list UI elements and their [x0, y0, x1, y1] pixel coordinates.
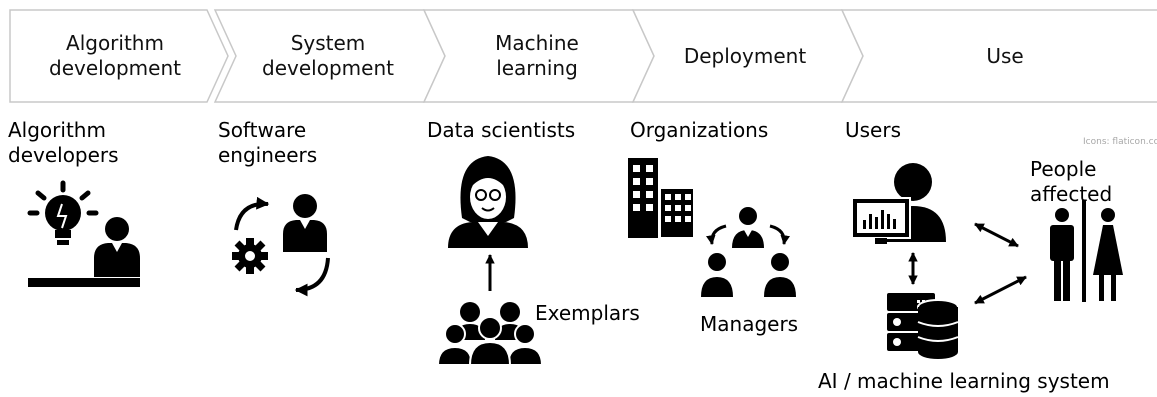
stage-label-algorithm-development: Algorithm development: [49, 31, 181, 80]
icon-credit: Icons: flaticon.com: [1083, 137, 1157, 147]
data-scientist-icon: [448, 156, 528, 248]
software-engineer-person-icon: [283, 194, 327, 252]
gear-icon: [232, 238, 268, 274]
user-computer-icon: [851, 163, 946, 244]
double-arrow-icons: [908, 222, 1027, 305]
stage-label-system-development: System development: [262, 31, 394, 80]
label-ai-system: AI / machine learning system: [818, 369, 1110, 393]
manager-hierarchy-icon: [701, 207, 796, 297]
stage-label-machine-learning: Machine learning: [495, 31, 579, 80]
label-people-affected: People affected: [1030, 157, 1113, 206]
label-users: Users: [845, 118, 902, 142]
stage-chevron-row: [9, 9, 1157, 103]
stage-chevron-1: [9, 9, 229, 103]
stage-label-use: Use: [986, 43, 1024, 68]
exemplars-group-icon: [436, 302, 544, 366]
people-affected-icon: [1050, 200, 1123, 302]
stage-chevron-5: [840, 9, 1157, 103]
label-exemplars: Exemplars: [535, 301, 640, 325]
server-database-icon: [887, 293, 959, 359]
label-data-scientists: Data scientists: [427, 118, 576, 142]
office-buildings-icon: [628, 158, 695, 239]
label-software-engineers: Software engineers: [218, 118, 318, 167]
person-at-desk-icon: [28, 217, 140, 287]
label-algorithm-developers: Algorithm developers: [8, 118, 119, 167]
cycle-arrows-icon: [234, 196, 330, 297]
label-managers: Managers: [700, 312, 799, 336]
stage-label-deployment: Deployment: [683, 43, 807, 68]
label-organizations: Organizations: [630, 118, 769, 142]
lightbulb-idea-icon: [27, 180, 99, 245]
